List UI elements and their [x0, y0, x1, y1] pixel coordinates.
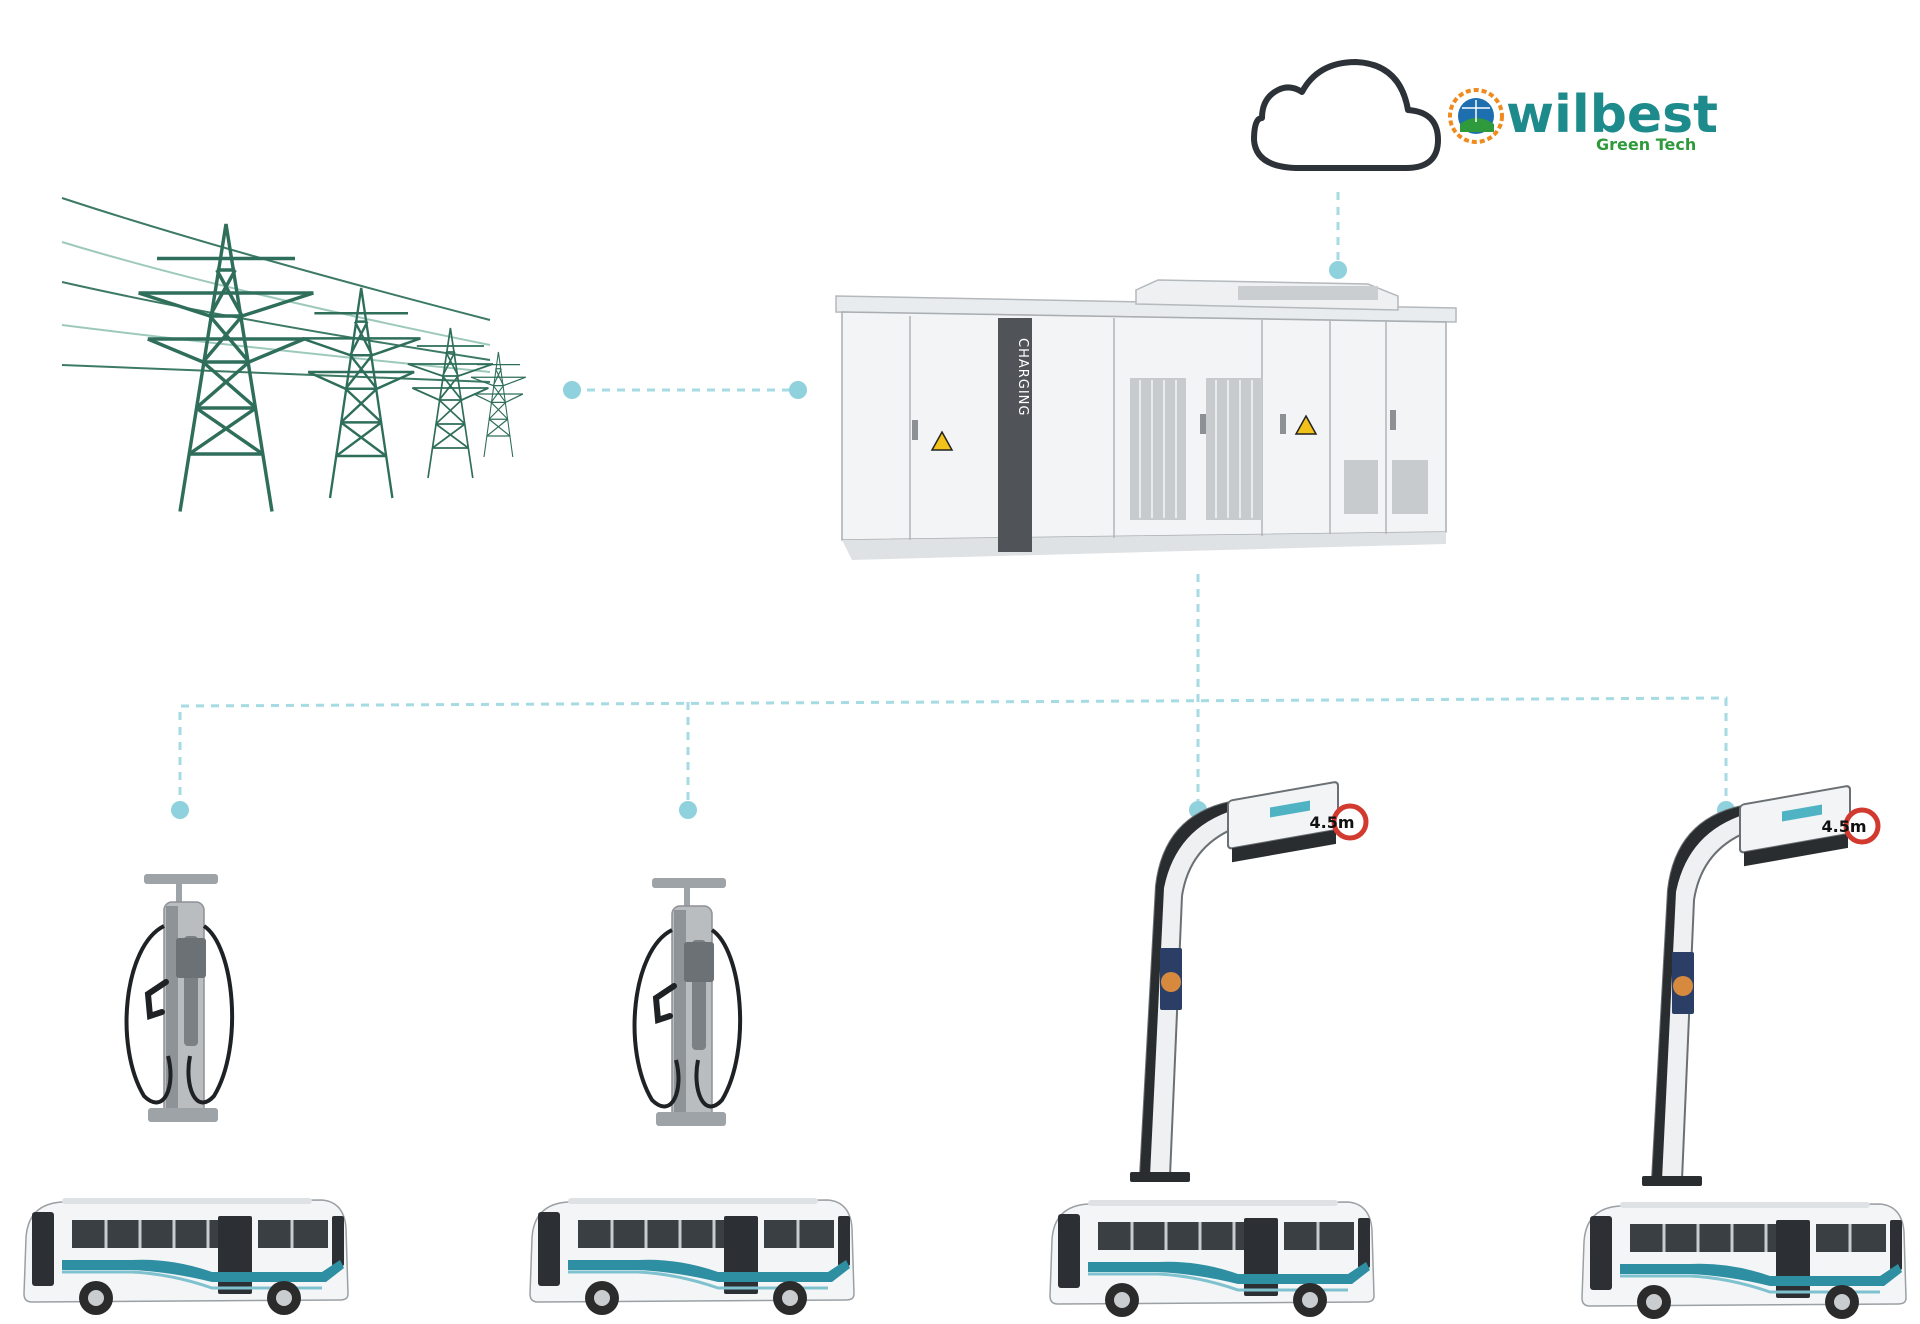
- electric-bus: [22, 1196, 350, 1317]
- cabinet-brand-strip: [998, 318, 1032, 552]
- canopy-charger: 4.5m: [1642, 786, 1878, 1186]
- distribution-connector: [178, 696, 1728, 810]
- height-limit-sign: 4.5m: [1821, 817, 1866, 836]
- power-lines: [61, 197, 491, 383]
- charging-cabinet: CHARGING: [835, 279, 1457, 560]
- solar-globe-icon: [1448, 88, 1504, 144]
- wilbest-logo: wilbest Green Tech: [1448, 85, 1718, 154]
- connector-lines: [178, 192, 1728, 810]
- cabinet-brand-label: CHARGING: [1015, 338, 1030, 416]
- canopy-charger: 4.5m: [1130, 782, 1366, 1182]
- logo-word: wilbest: [1506, 85, 1718, 145]
- electric-bus: [528, 1196, 856, 1317]
- cloud-icon: [1251, 59, 1441, 171]
- logo-tagline: Green Tech: [1596, 135, 1696, 154]
- electric-bus: [1048, 1198, 1376, 1319]
- dc-charger: [127, 874, 233, 1122]
- electric-bus: [1580, 1200, 1908, 1321]
- warning-icon: [930, 414, 1318, 451]
- power-tower-icon: [136, 222, 527, 514]
- dc-charger: [635, 878, 741, 1126]
- height-limit-sign: 4.5m: [1309, 813, 1354, 832]
